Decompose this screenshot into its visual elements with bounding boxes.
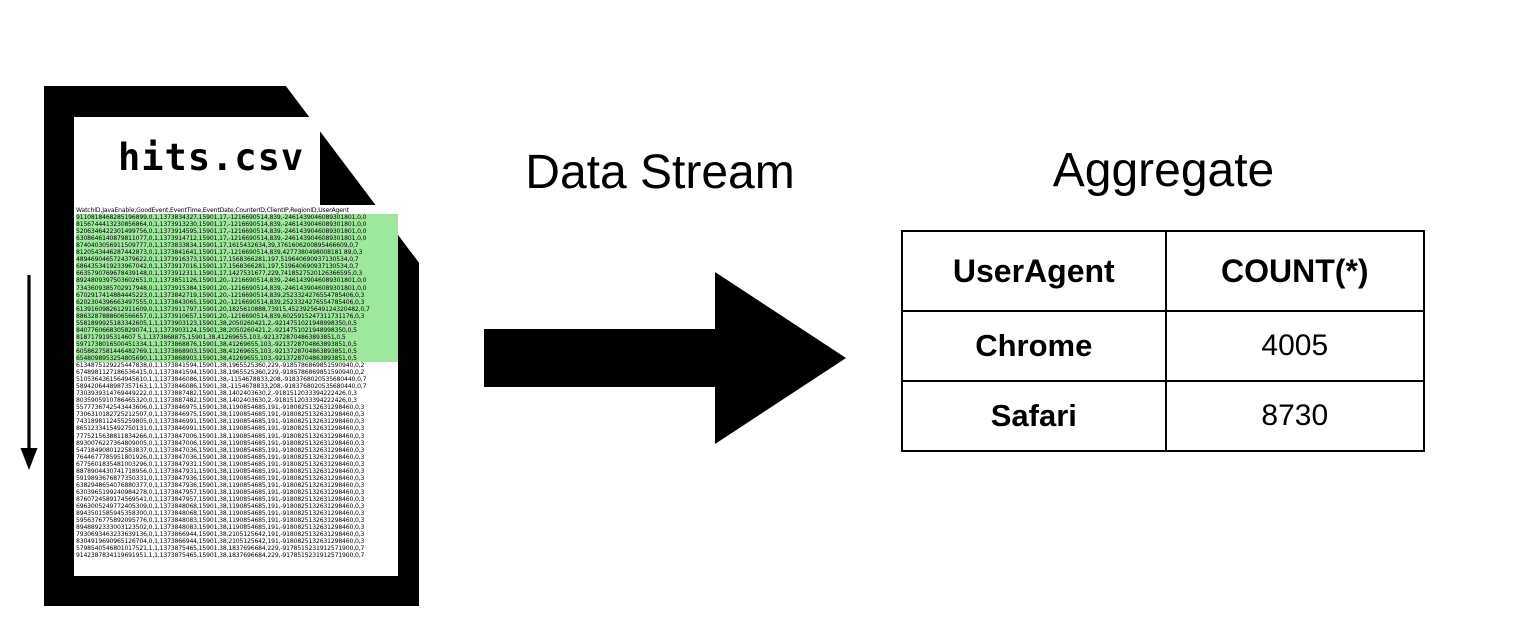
- csv-row-highlighted: 5581899925183342605,1,1,1373903123,15901…: [76, 319, 398, 327]
- csv-row-highlighted: 6202304396663497555,0,1,1373843065,15901…: [76, 298, 398, 306]
- csv-row: 7644677785951801926,0,1,1373847036,15901…: [76, 453, 365, 461]
- csv-row: 9142387834119691951,1,1,1373875465,15901…: [76, 552, 365, 560]
- column-header-useragent: UserAgent: [901, 230, 1167, 312]
- aggregate-results-table: UserAgent COUNT(*) Chrome 4005 Safari 87…: [901, 230, 1426, 452]
- csv-row-highlighted: 8407760668305829074,1,1,1373903124,15901…: [76, 326, 398, 334]
- csv-row: 6303965199240984278,0,1,1373847957,15901…: [76, 488, 365, 496]
- csv-row: 5471849080122583837,0,1,1373847036,15901…: [76, 446, 365, 454]
- cell-useragent-chrome: Chrome: [901, 310, 1167, 382]
- csv-row-highlighted: 6308646140879811077,0,1,1373914712,15901…: [76, 235, 398, 243]
- csv-row-highlighted: 8187179195314607 5,1,1373868875,15901,38…: [76, 333, 398, 341]
- table-header-row: UserAgent COUNT(*): [901, 230, 1426, 312]
- csv-row: 6963005249772405309,0,1,1373848068,15901…: [76, 502, 365, 510]
- csv-row: 8943501585945358300,0,1,1373848068,15901…: [76, 510, 365, 518]
- csv-row-highlighted: 7343609385702917948,0,1,1373915384,15901…: [76, 284, 398, 292]
- csv-content-text: WatchID,JavaEnable,GoodEvent,EventTime,E…: [76, 207, 398, 559]
- csv-row-highlighted: 6635790769678439148,0,1,1373912311,15901…: [76, 270, 398, 278]
- csv-row: 6775601835481003296,0,1,1373847931,15901…: [76, 460, 365, 468]
- cell-count-safari: 8730: [1164, 380, 1426, 452]
- data-stream-arrow: [484, 272, 846, 444]
- csv-filename-label: hits.csv: [118, 136, 305, 179]
- csv-row-highlighted: 6058627581446482769,1,1,1373868903,15901…: [76, 347, 398, 355]
- csv-row: 6382948654076880377,0,1,1373847936,15901…: [76, 481, 365, 489]
- csv-row: 7431898112455259805,0,1,1373846991,15901…: [76, 418, 365, 426]
- csv-row: 8035905910786465320,0,1,1373887482,15901…: [76, 397, 357, 405]
- column-header-count: COUNT(*): [1164, 230, 1426, 312]
- csv-row: 6134875129225447838,0,1,1373841594,15901…: [76, 362, 365, 370]
- aggregate-group: Aggregate UserAgent COUNT(*) Chrome 4005…: [901, 130, 1426, 452]
- csv-row: 8651233415492750131,0,1,1373846991,15901…: [76, 425, 365, 433]
- csv-row-highlighted: 5206346422301499756,0,1,1373914595,15901…: [76, 228, 398, 236]
- csv-row: 5105364361564945610,1,1,1373846086,15901…: [76, 376, 367, 384]
- csv-file-document[interactable]: hits.csv WatchID,JavaEnable,GoodEvent,Ev…: [44, 86, 419, 606]
- csv-row-highlighted: 6864353419233967042,0,1,1373917016,15901…: [76, 263, 398, 271]
- scan-arrow-head: [20, 448, 38, 470]
- document-body-panel: WatchID,JavaEnable,GoodEvent,EventTime,E…: [74, 205, 398, 576]
- data-stream-label: Data Stream: [525, 146, 795, 199]
- csv-row-highlighted: 8924809397503602651,0,1,1373851126,15901…: [76, 277, 398, 285]
- csv-row-highlighted: 8863287888606566657,0,1,1373910657,15901…: [76, 312, 398, 320]
- csv-row: 5894206448987357163,1,1,1373846086,15901…: [76, 383, 367, 391]
- csv-row-highlighted: 8156744413230856864,0,1,1373913230,15901…: [76, 221, 398, 229]
- data-stream-group: Data Stream: [460, 130, 860, 460]
- row-scan-direction-arrow: [14, 270, 46, 476]
- csv-row: 7775215638811834266,0,1,1373847006,15901…: [76, 432, 365, 440]
- csv-row-highlighted: 8740403056911509777,0,1,1373833834,15901…: [76, 242, 398, 250]
- csv-header-line: WatchID,JavaEnable,GoodEvent,EventTime,E…: [76, 207, 349, 214]
- aggregate-title: Aggregate: [1052, 144, 1275, 197]
- table-row: Chrome 4005: [901, 310, 1426, 382]
- csv-row: 8760724589174569541,0,1,1373847957,15901…: [76, 495, 365, 503]
- csv-row-highlighted: 8120543446287442873,0,1,1373841641,15901…: [76, 249, 398, 257]
- scan-arrow-svg: [20, 275, 38, 470]
- csv-row: 5919893676877350331,0,1,1373847936,15901…: [76, 474, 365, 482]
- csv-row: 7306310182725212507,0,1,1373846975,15901…: [76, 411, 365, 419]
- csv-row: 8930076227364809005,0,1,1373847006,15901…: [76, 439, 365, 447]
- cell-useragent-safari: Safari: [901, 380, 1167, 452]
- csv-row-highlighted: 4894690465724379622,0,1,1373916373,15901…: [76, 256, 398, 264]
- csv-row: 5798540546801017521,1,1,1373875465,15901…: [76, 545, 365, 553]
- data-stream-arrow-svg: [484, 272, 846, 444]
- csv-row: 8948892333003123502,0,1,1373848083,15901…: [76, 524, 365, 532]
- csv-row: 8304919690965126704,0,1,1373866944,15901…: [76, 538, 365, 546]
- csv-row-highlighted: 6548098953254805690,1,1,1373868903,15901…: [76, 354, 398, 363]
- table-row: Safari 8730: [901, 380, 1426, 452]
- arrow-right-shape: [484, 272, 846, 444]
- csv-row: 5577736742543443606,0,1,1373846975,15901…: [76, 404, 365, 412]
- csv-row: 7930693463233639136,0,1,1373866944,15901…: [76, 531, 365, 539]
- cell-count-chrome: 4005: [1164, 310, 1426, 382]
- csv-row-highlighted: 6139160982612911609,0,1,1373911797,15901…: [76, 305, 398, 313]
- csv-row: 5956376775892095776,0,1,1373848083,15901…: [76, 517, 365, 525]
- csv-row-highlighted: 9110818468285196899,0,1,1373834327,15901…: [76, 214, 398, 222]
- csv-row: 7303939314769449222,0,1,1373887482,15901…: [76, 390, 357, 398]
- csv-row: 8878904430741718956,0,1,1373847931,15901…: [76, 467, 365, 475]
- csv-row-highlighted: 6702917414884445223,0,1,1373842719,15901…: [76, 291, 398, 299]
- csv-row: 6748981127186536415,0,1,1373841594,15901…: [76, 369, 365, 377]
- csv-row-highlighted: 5971738016500451334,1,1,1373868876,15901…: [76, 340, 398, 348]
- document-title-panel: hits.csv: [74, 117, 320, 205]
